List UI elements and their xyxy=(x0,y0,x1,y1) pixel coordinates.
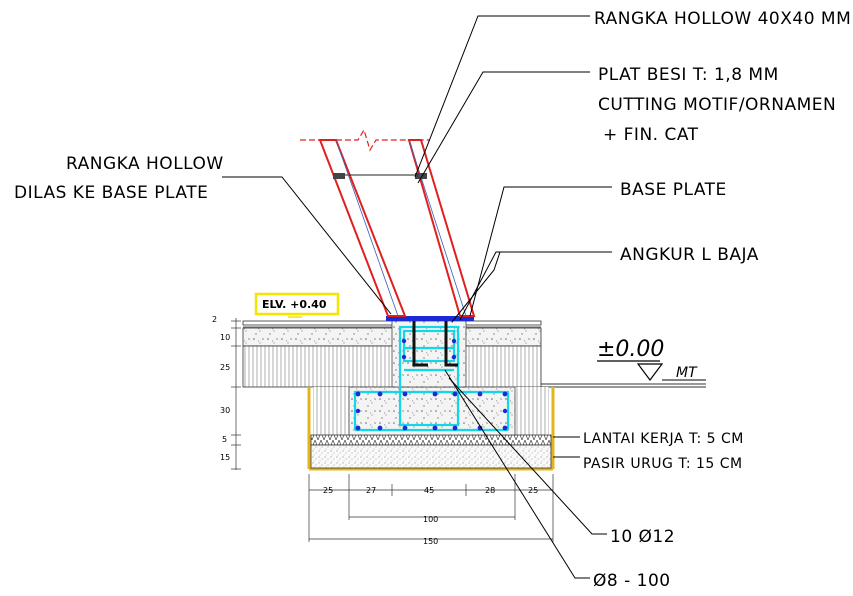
dim-b-28: 28 xyxy=(485,486,495,495)
label-plat-3: + FIN. CAT xyxy=(603,125,699,145)
elevation-tag: ELV. +0.40 xyxy=(254,292,340,318)
dim-150: 150 xyxy=(423,537,438,546)
dim-v-30: 30 xyxy=(220,406,230,415)
label-hollow-40: RANGKA HOLLOW 40X40 MM xyxy=(594,9,851,29)
dim-b-25a: 25 xyxy=(323,486,333,495)
ground-level-tag: MT xyxy=(676,365,698,381)
label-hollow-las-2: DILAS KE BASE PLATE xyxy=(14,183,208,203)
label-rebar-main: 10 Ø12 xyxy=(610,527,675,547)
dim-v-10: 10 xyxy=(220,333,230,342)
leader-lines xyxy=(222,15,612,579)
dim-b-45: 45 xyxy=(424,486,434,495)
lantai-kerja-layer xyxy=(310,434,552,446)
label-pasir-urug: PASIR URUG T: 15 CM xyxy=(583,456,743,472)
label-lantai-kerja: LANTAI KERJA T: 5 CM xyxy=(583,431,744,447)
label-angkur: ANGKUR L BAJA xyxy=(620,245,759,265)
base-plate-shape xyxy=(386,316,474,321)
dim-v-15: 15 xyxy=(220,453,230,462)
pasir-urug-layer xyxy=(310,444,552,469)
hollow-column xyxy=(300,128,476,317)
dim-100: 100 xyxy=(423,515,438,524)
dim-b-27: 27 xyxy=(366,486,376,495)
label-rebar-stirrup: Ø8 - 100 xyxy=(593,571,671,591)
label-plat-2: CUTTING MOTIF/ORNAMEN xyxy=(598,95,836,115)
dim-v-25: 25 xyxy=(220,363,230,372)
bottom-dimension-chain: 25 27 45 28 25 100 150 xyxy=(308,474,554,546)
rebar-bars xyxy=(355,338,508,431)
anchor-bolts xyxy=(412,318,458,367)
label-hollow-las-1: RANGKA HOLLOW xyxy=(66,154,224,174)
dim-b-25b: 25 xyxy=(528,486,538,495)
elevation-tag-text: ELV. +0.40 xyxy=(262,298,327,311)
ground-level-marker: ±0.00 MT xyxy=(597,337,706,381)
vertical-dimension: 2 10 25 30 5 15 xyxy=(212,315,241,470)
excavation-sides xyxy=(307,387,555,471)
ground-level-value: ±0.00 xyxy=(597,337,664,362)
dim-v-2: 2 xyxy=(212,315,217,324)
label-base-plate: BASE PLATE xyxy=(620,180,727,200)
label-plat-1: PLAT BESI T: 1,8 MM xyxy=(598,65,779,85)
dim-v-5: 5 xyxy=(222,435,227,444)
rebar-cage xyxy=(353,325,510,432)
